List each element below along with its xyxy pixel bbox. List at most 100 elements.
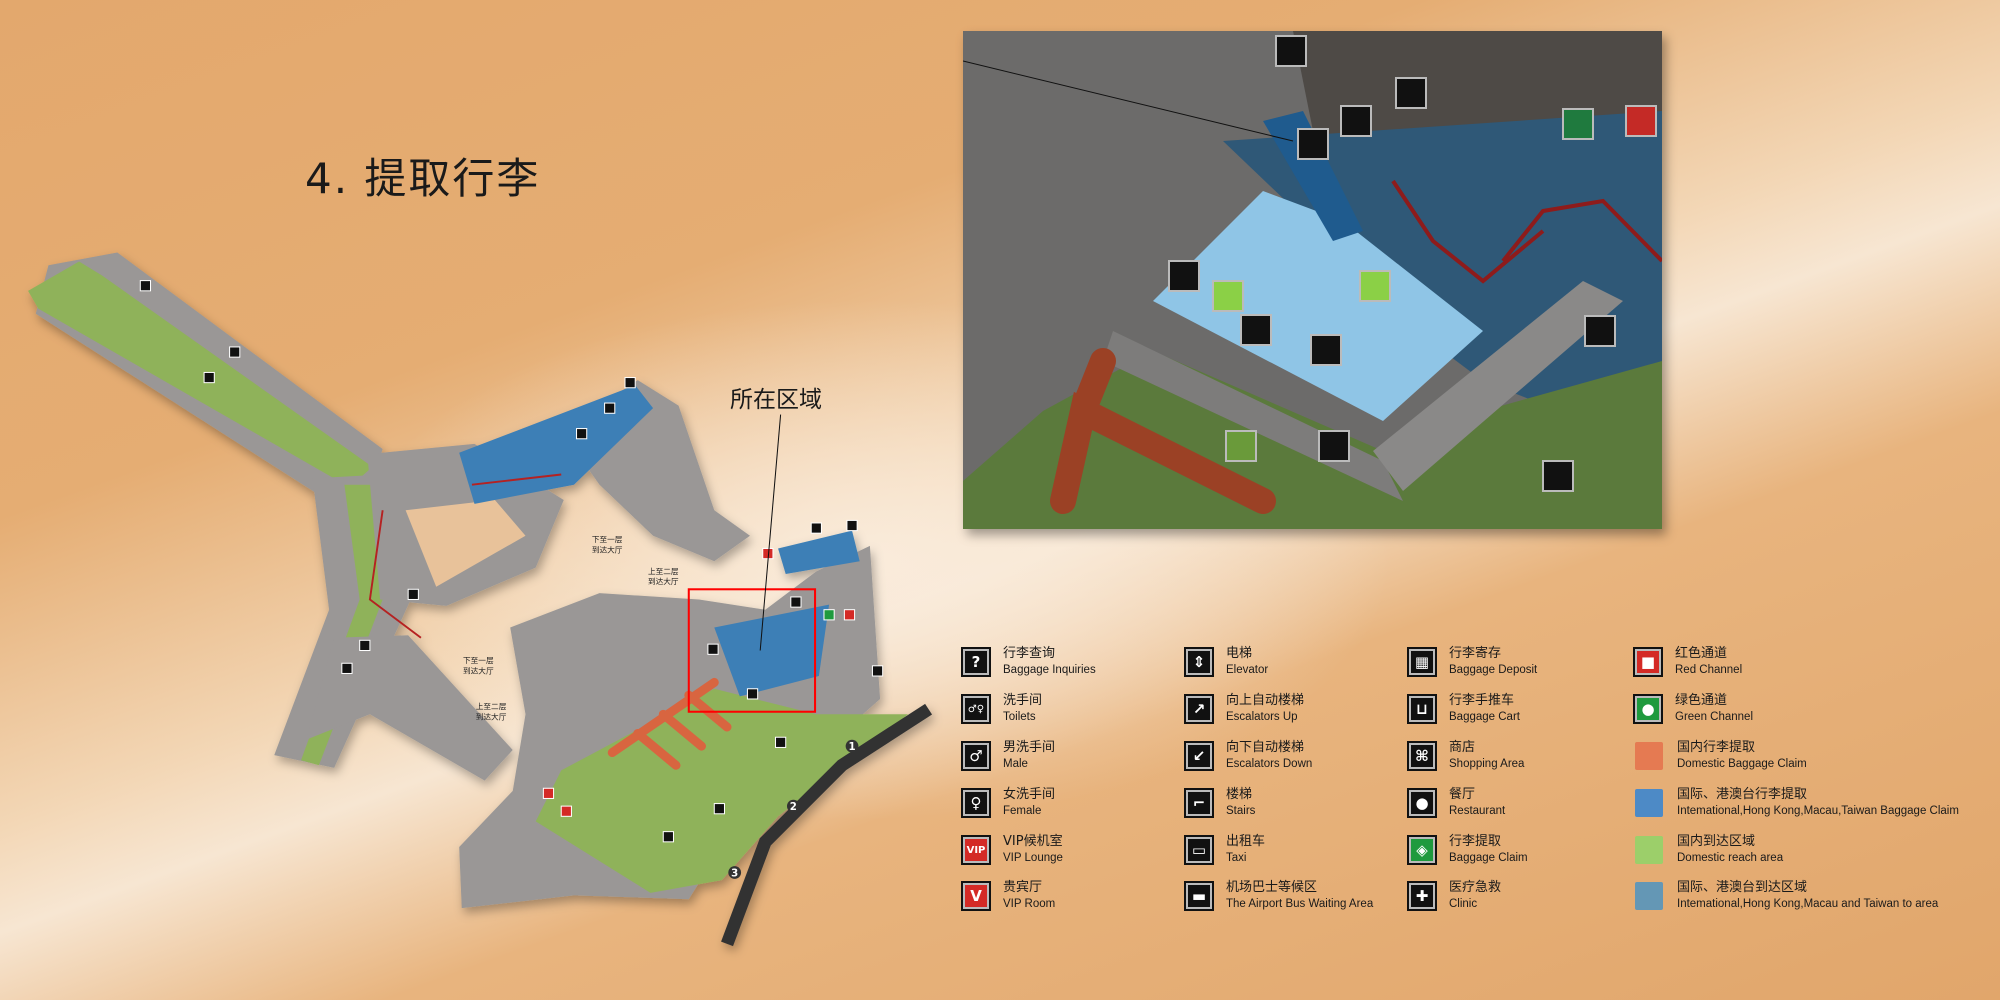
legend-label-en: Clinic xyxy=(1449,898,1478,910)
toilets-icon: ♂♀ xyxy=(961,694,991,724)
legend-item: ▬ 机场巴士等候区 The Airport Bus Waiting Area xyxy=(1184,880,1374,912)
legend-label-en: Domestic Baggage Claim xyxy=(1677,758,1807,770)
west-building xyxy=(306,635,513,781)
legend-label-zh: 国内到达区域 xyxy=(1677,834,1756,849)
escalator xyxy=(1263,111,1363,241)
bus-icon: ▬ xyxy=(1184,881,1214,911)
legend-label-zh: 洗手间 xyxy=(1003,693,1043,708)
legend-label-zh: 贵宾厅 xyxy=(1003,880,1043,895)
legend-swatch xyxy=(1635,836,1663,864)
legend-label-zh: 出租车 xyxy=(1226,834,1266,849)
floor-label: 到达大厅 xyxy=(476,711,507,721)
road-number: 2 xyxy=(790,802,797,813)
vip-room-icon: V xyxy=(961,881,991,911)
legend-label-en: Elevator xyxy=(1226,664,1269,676)
courtyard xyxy=(405,500,526,587)
floor-label: 上至二层 xyxy=(648,567,679,576)
legend-label-en: Baggage Claim xyxy=(1449,852,1528,864)
legend-item: V 贵宾厅 VIP Room xyxy=(961,880,1056,912)
legend-label-en: Toilets xyxy=(1003,711,1036,723)
legend-label-en: Male xyxy=(1003,758,1028,770)
baggage-inquiries-icon: ? xyxy=(961,647,991,677)
legend-swatch xyxy=(1635,742,1663,770)
legend-label-en: Baggage Inquiries xyxy=(1003,664,1096,676)
legend-label-en: VIP Room xyxy=(1003,898,1056,910)
legend-label-zh: 机场巴士等候区 xyxy=(1226,880,1318,895)
legend-label-en: Green Channel xyxy=(1675,711,1753,723)
taxi-icon: ▭ xyxy=(1184,835,1214,865)
inset-signs xyxy=(1168,35,1657,492)
legend-swatch xyxy=(1635,882,1663,910)
floor-label: 下至一层 xyxy=(463,656,494,665)
legend-label-en: Red Channel xyxy=(1675,664,1743,676)
legend-label-zh: VIP候机室 xyxy=(1003,834,1063,849)
legend-label-en: Stairs xyxy=(1226,805,1256,817)
female-icon: ♀ xyxy=(961,788,991,818)
nw-walkway xyxy=(28,261,373,488)
legend-item: ↗ 向上自动楼梯 Escalators Up xyxy=(1184,693,1305,725)
legend-label-zh: 绿色通道 xyxy=(1675,693,1728,708)
legend-label-en: VIP Lounge xyxy=(1003,852,1063,864)
legend-item: ⌘ 商店 Shopping Area xyxy=(1407,740,1525,772)
road-number: 1 xyxy=(848,742,855,753)
shop-icon: ⌘ xyxy=(1407,741,1437,771)
legend-label-zh: 楼梯 xyxy=(1226,787,1253,802)
detail-inset-map xyxy=(963,31,1662,529)
page-title: 4. 提取行李 xyxy=(305,154,541,203)
legend-label-en: Female xyxy=(1003,805,1042,817)
stairs-icon: ⌐ xyxy=(1184,788,1214,818)
legend-item: ⌐ 楼梯 Stairs xyxy=(1184,787,1256,819)
legend-label-en: Baggage Deposit xyxy=(1449,664,1538,676)
clinic-icon: ✚ xyxy=(1407,881,1437,911)
legend-label-zh: 餐厅 xyxy=(1449,787,1476,802)
floor-label: 到达大厅 xyxy=(463,665,494,675)
intl-claim-area xyxy=(1153,191,1483,421)
current-area-highlight xyxy=(687,588,817,713)
floor-label: 到达大厅 xyxy=(592,544,623,554)
legend-label-en: Shopping Area xyxy=(1449,758,1525,770)
escalator-down-icon: ↙ xyxy=(1184,741,1214,771)
legend-label-en: The Airport Bus Waiting Area xyxy=(1226,898,1374,910)
escalator-up-icon: ↗ xyxy=(1184,694,1214,724)
male-icon: ♂ xyxy=(961,741,991,771)
legend-label-zh: 向上自动楼梯 xyxy=(1226,693,1305,708)
legend-item: ✚ 医疗急救 Clinic xyxy=(1407,880,1502,912)
legend-item: ▭ 出租车 Taxi xyxy=(1184,834,1266,866)
legend-label-zh: 男洗手间 xyxy=(1003,740,1056,755)
legend-item: ♂ 男洗手间 Male xyxy=(961,740,1056,772)
sw-walkway xyxy=(301,484,383,766)
intl-claim-area-2 xyxy=(778,530,860,574)
legend-label-en: Domestic reach area xyxy=(1677,852,1784,864)
restaurant-icon: ● xyxy=(1407,788,1437,818)
legend-label-en: Intemational,Hong Kong,Macau and Taiwan … xyxy=(1677,898,1939,910)
legend-label-zh: 电梯 xyxy=(1226,646,1253,661)
legend-item: ⊔ 行李手推车 Baggage Cart xyxy=(1407,693,1520,725)
legend-label-zh: 医疗急救 xyxy=(1449,880,1502,895)
legend-label-zh: 行李手推车 xyxy=(1449,693,1515,708)
intl-claim-area xyxy=(714,604,830,697)
domestic-claim-belt xyxy=(1050,348,1276,514)
road xyxy=(721,703,933,947)
legend-item: ● 绿色通道 Green Channel xyxy=(1633,693,1753,725)
legend-label-en: Taxi xyxy=(1226,852,1247,864)
baggage-cart-icon: ⊔ xyxy=(1407,694,1437,724)
legend-label-en: Baggage Cart xyxy=(1449,711,1520,723)
road-number: 3 xyxy=(731,868,738,879)
legend-item: ♂♀ 洗手间 Toilets xyxy=(961,693,1043,725)
legend-label-zh: 国际、港澳台行李提取 xyxy=(1677,787,1808,802)
legend-label-zh: 商店 xyxy=(1449,740,1476,755)
domestic-claim-belts xyxy=(607,677,732,770)
baggage-deposit-icon: ▦ xyxy=(1407,647,1437,677)
floor-label: 上至二层 xyxy=(476,702,507,711)
legend-swatch xyxy=(1635,789,1663,817)
legend-label-en: Escalators Up xyxy=(1226,711,1298,723)
green-channel-icon: ● xyxy=(1633,694,1663,724)
